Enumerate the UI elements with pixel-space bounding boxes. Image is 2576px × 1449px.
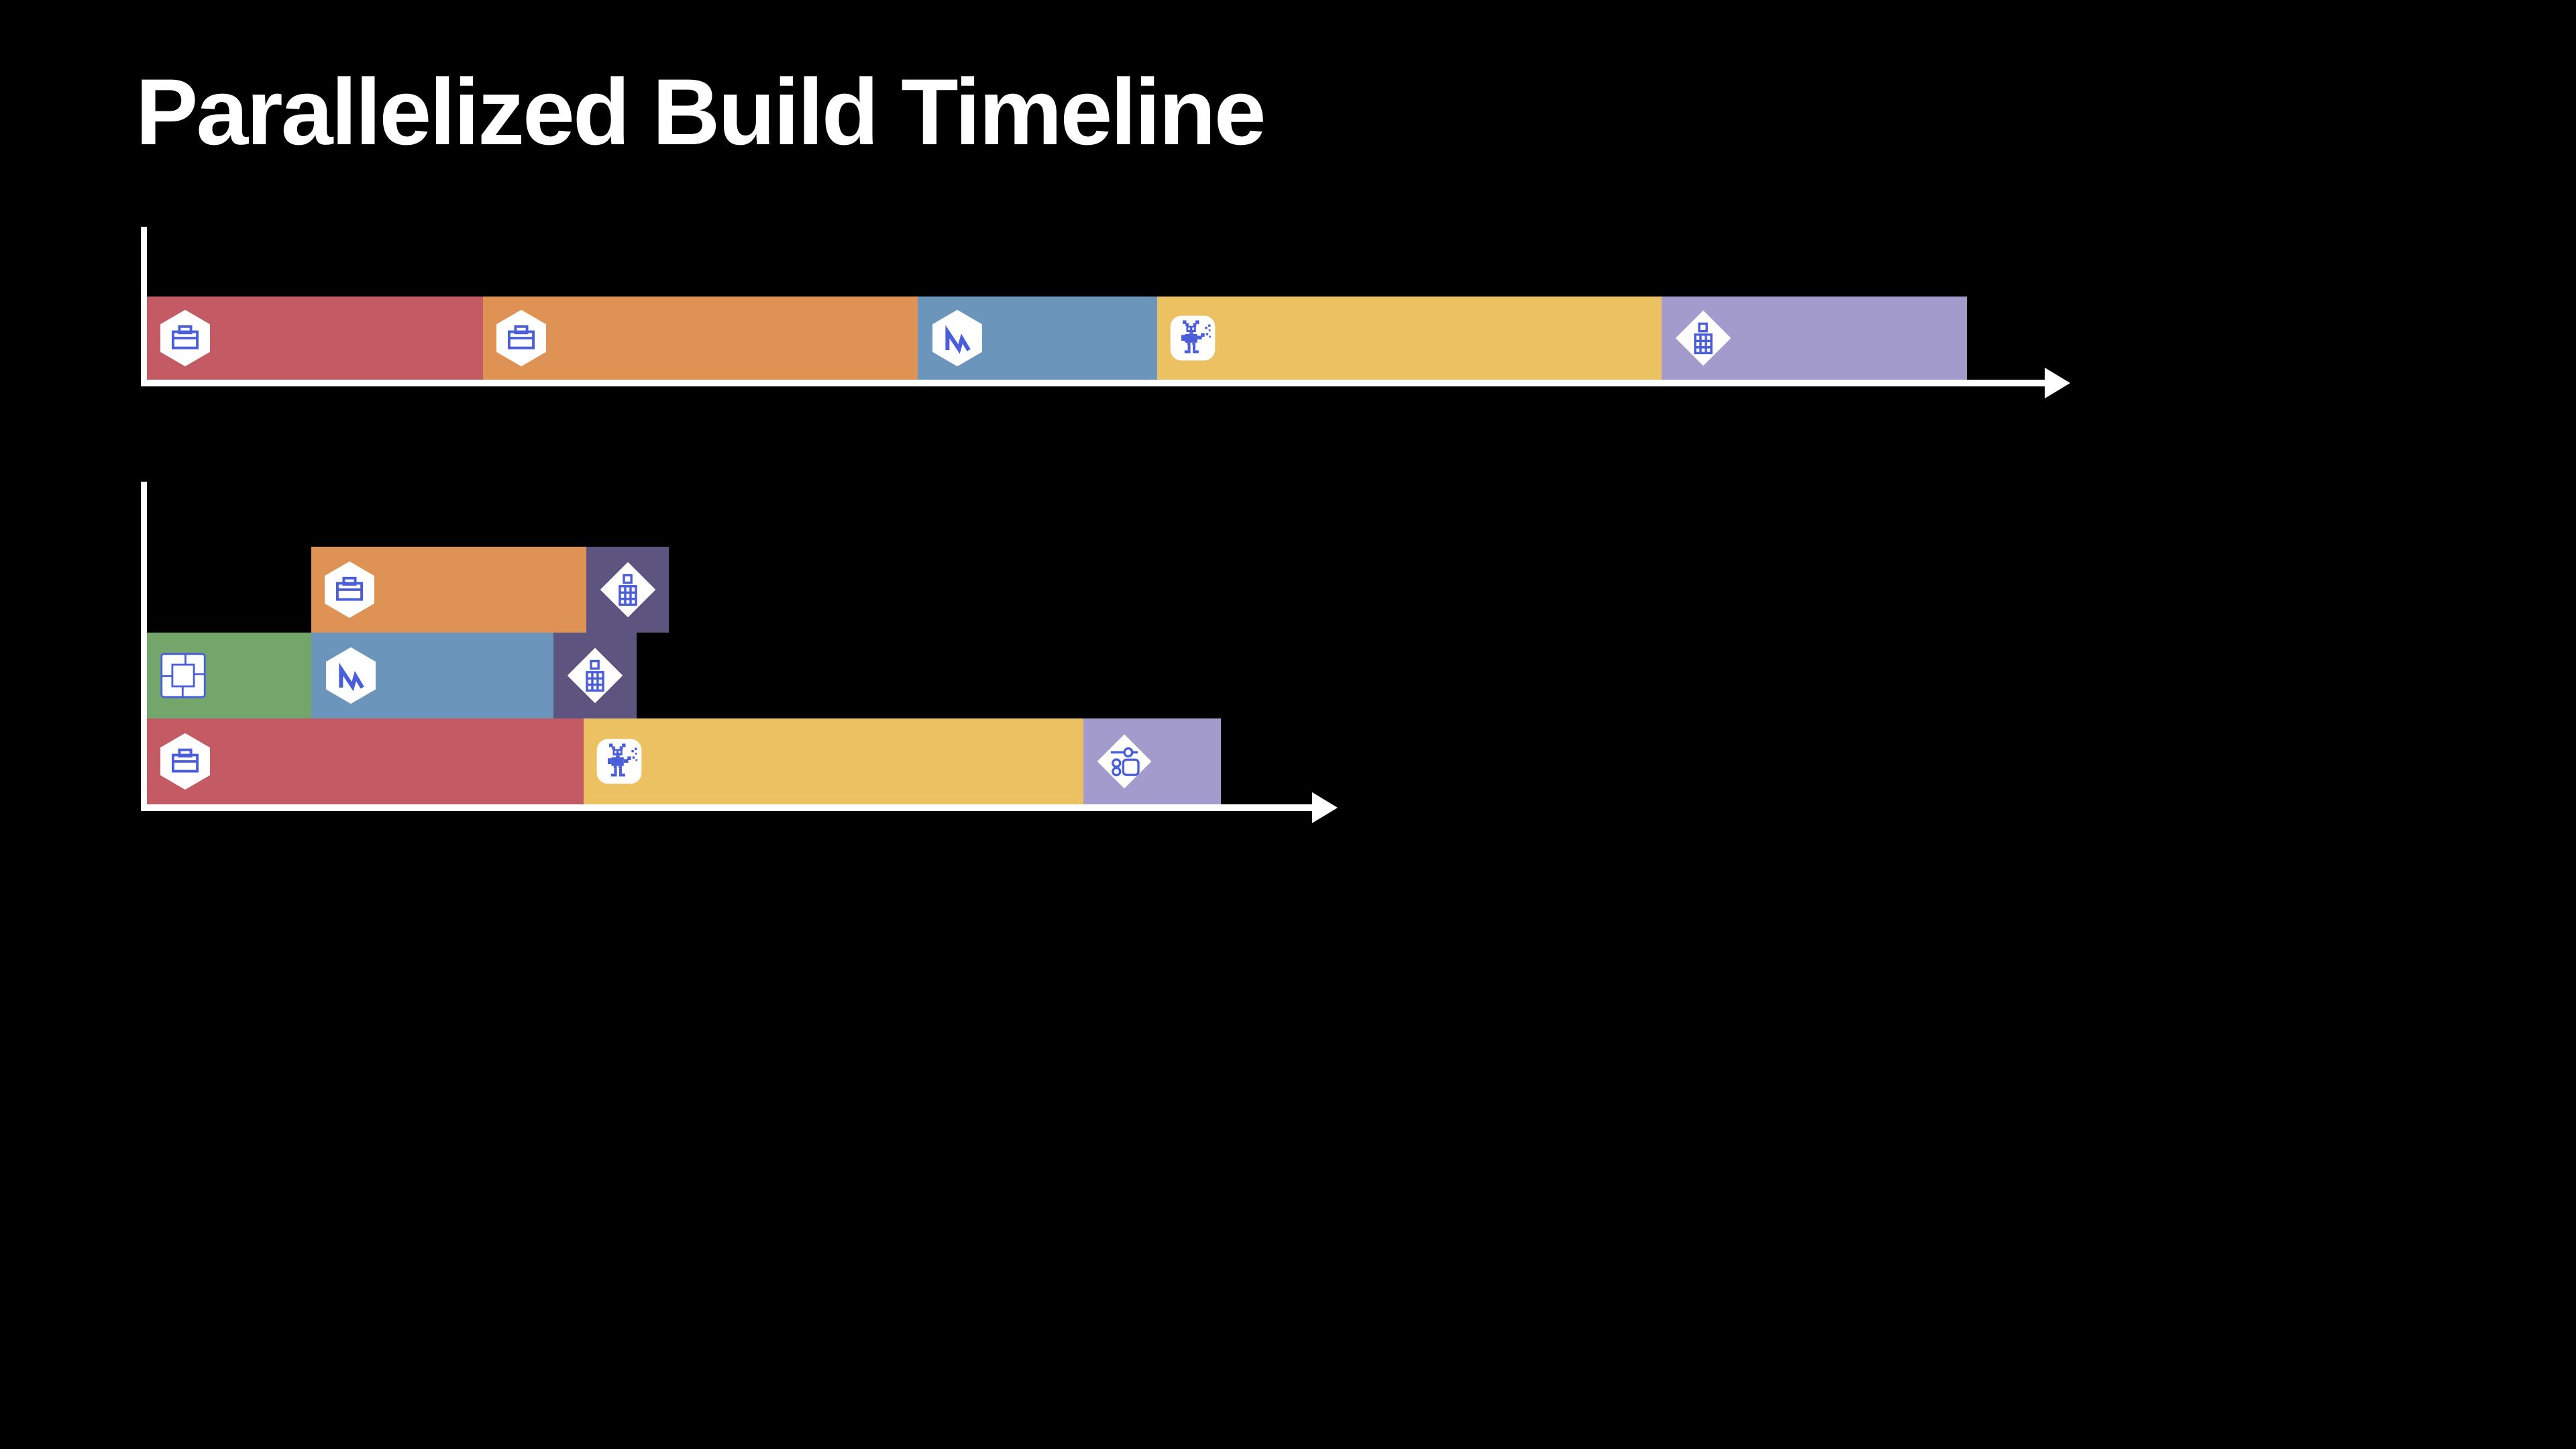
toolbox-hexagon-icon <box>496 309 547 367</box>
building-diamond-icon <box>1674 309 1732 367</box>
gantt-segment-steel_blue <box>311 633 553 718</box>
gantt-segment-steel_blue <box>918 297 1157 380</box>
gantt-segment-orange <box>483 297 918 380</box>
workflow-diamond-icon <box>1096 733 1152 790</box>
robot-sprite-icon <box>1170 315 1216 361</box>
gantt-segment-deep_violet <box>553 633 637 718</box>
frame-square-icon <box>160 651 207 700</box>
x-axis-line <box>141 804 1312 811</box>
gantt-segment-red <box>147 718 584 804</box>
robot-sprite-icon <box>596 739 642 784</box>
gantt-segment-orange <box>311 547 586 633</box>
x-axis-arrowhead-icon <box>1312 792 1338 823</box>
y-axis-line <box>141 227 147 386</box>
page-title: Parallelized Build Timeline <box>136 59 1267 164</box>
metal-hexagon-icon <box>324 647 378 704</box>
metal-hexagon-icon <box>930 309 984 367</box>
building-diamond-icon <box>599 561 657 619</box>
toolbox-hexagon-icon <box>160 733 211 790</box>
gantt-segment-red <box>147 297 483 380</box>
toolbox-hexagon-icon <box>324 561 375 619</box>
building-diamond-icon <box>566 647 624 704</box>
gantt-segment-green <box>147 633 311 718</box>
y-axis-line <box>141 482 147 811</box>
toolbox-hexagon-icon <box>160 309 211 367</box>
gantt-segment-violet <box>1662 297 1967 380</box>
x-axis-line <box>141 380 2045 386</box>
gantt-segment-yellow <box>1157 297 1662 380</box>
gantt-segment-deep_violet <box>586 547 669 633</box>
x-axis-arrowhead-icon <box>2045 368 2070 398</box>
gantt-segment-violet <box>1083 718 1221 804</box>
gantt-segment-yellow <box>584 718 1083 804</box>
